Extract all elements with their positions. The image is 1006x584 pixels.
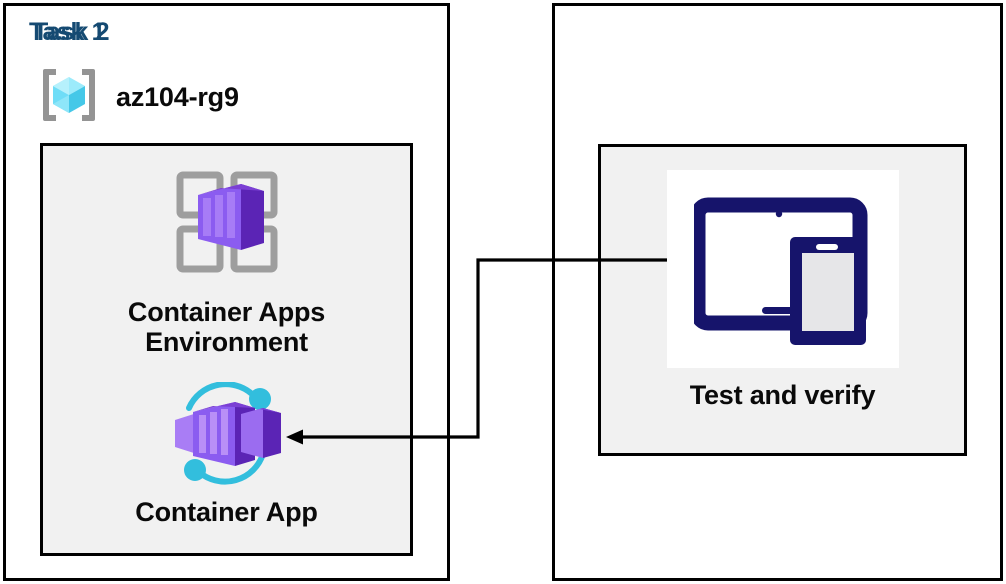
node-caption: Container App [135, 497, 318, 527]
node-container-apps-environment: Container Apps Environment [40, 160, 413, 357]
resource-group-row: az104-rg9 [36, 62, 239, 133]
node-test-and-verify: Test and verify [598, 170, 967, 410]
container-app-icon [163, 381, 291, 491]
node-container-app: Container App [40, 381, 413, 527]
resource-group-icon [36, 62, 102, 133]
test-and-verify-icon [666, 170, 899, 368]
node-caption: Test and verify [689, 380, 876, 410]
resource-group-label: az104-rg9 [116, 82, 239, 112]
container-apps-environment-icon [165, 160, 289, 289]
node-caption: Container Apps Environment [127, 297, 326, 358]
task-1-heading: Task 1 [29, 18, 106, 46]
task-2-heading: Task 2 [33, 18, 110, 46]
